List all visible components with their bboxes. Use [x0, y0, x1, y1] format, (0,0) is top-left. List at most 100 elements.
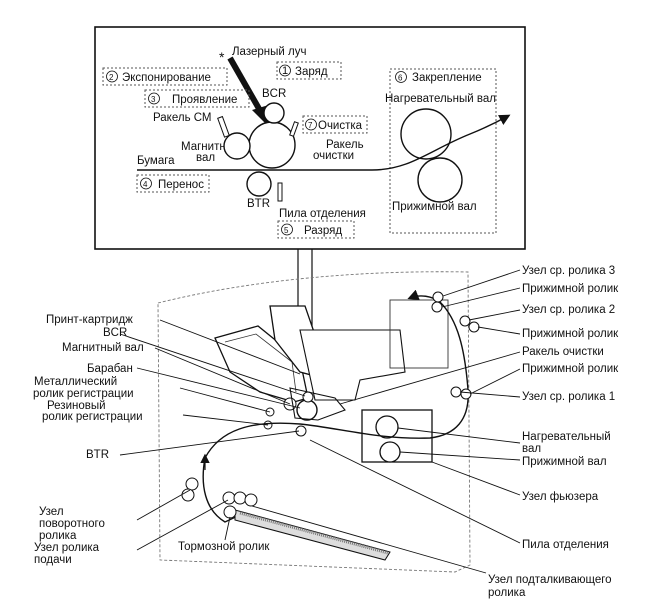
step-num-circle-5: [281, 223, 293, 236]
drum-frame: [289, 387, 346, 421]
step-num-circle-7: [305, 118, 317, 131]
heat-roller-inset: [400, 108, 452, 160]
label-transfer: Перенос: [158, 179, 204, 191]
step-box-exposure: [102, 67, 228, 86]
cartridge-inner: [224, 333, 297, 393]
label-pressure-roller-a: Прижимной ролик: [522, 283, 619, 295]
label-rubber-reg-1: Резиновый: [47, 400, 106, 412]
label-feed-roller-1: Узел ролика: [34, 542, 100, 554]
asterisk-mark: *: [219, 49, 225, 65]
label-charge: Заряд: [295, 66, 328, 78]
mid-roller-2: [459, 315, 471, 327]
leader-lines: [119, 269, 521, 574]
label-exposure: Экспонирование: [122, 72, 211, 84]
label-turn-roller-2: поворотного: [39, 518, 105, 530]
step-num-2: 2: [109, 73, 114, 82]
label-feed-roller-2: подачи: [34, 554, 72, 566]
step-box-transfer: [136, 174, 210, 193]
label-pressure-shaft: Прижимной вал: [522, 456, 607, 468]
step-num-circle-4: [140, 177, 152, 190]
bcr-roller-inset: [263, 102, 285, 124]
blade-cm-inset: [217, 115, 230, 138]
label-cleaning-blade-inset-1: Ракель: [326, 139, 364, 151]
step-box-charge: [276, 61, 342, 80]
paper-tray: [234, 509, 391, 561]
pressure-roller-main: [379, 441, 401, 463]
step-box-development: [144, 89, 250, 108]
tray-hatch: [239, 511, 389, 555]
label-mid-roller-2: Узел ср. ролика 2: [522, 304, 615, 316]
step-num-4: 4: [143, 180, 148, 189]
fusing-region: [389, 68, 497, 234]
label-bcr: BCR: [103, 327, 127, 339]
label-pressure-roller-c: Прижимной ролик: [522, 363, 619, 375]
pressure-roller-b: [468, 321, 480, 333]
label-btr: BTR: [86, 449, 109, 461]
step-num-7: 7: [308, 121, 313, 130]
label-fuser-unit: Узел фьюзера: [522, 491, 599, 503]
turn-roller-1: [185, 477, 199, 491]
pressure-roller-a: [431, 301, 443, 313]
feed-roller-2: [233, 491, 247, 505]
label-heat-roller-2: вал: [522, 443, 541, 455]
print-cartridge: [214, 325, 309, 403]
label-mid-roller-1: Узел ср. ролика 1: [522, 391, 615, 403]
label-heat-roller-inset: Нагревательный вал: [385, 93, 496, 105]
bcr-main: [302, 391, 314, 403]
drum-inset: [248, 121, 296, 169]
cleaning-blade-inset: [289, 121, 299, 137]
step-box-cleaning: [302, 115, 368, 134]
label-push-roller-1: Узел подталкивающего: [488, 574, 612, 586]
label-btr-inset: BTR: [247, 198, 270, 210]
mid-roller-3: [432, 291, 444, 303]
label-metal-reg-1: Металлический: [34, 376, 117, 388]
label-laser-beam: Лазерный луч: [232, 46, 306, 58]
drum-main: [296, 399, 318, 421]
separation-saw-inset: [277, 182, 283, 202]
label-rubber-reg-2: ролик регистрации: [42, 411, 143, 423]
mid-roller-1: [450, 386, 462, 398]
inset-frame: [94, 26, 526, 250]
label-push-roller-2: ролика: [488, 587, 526, 599]
step-num-circle-1: [279, 64, 291, 77]
label-metal-reg-2: ролик регистрации: [33, 388, 134, 400]
label-drum: Барабан: [87, 363, 133, 375]
inset-panel: * Лазерный луч 1 Заряд 2 Экспонирование …: [94, 26, 526, 372]
step-box-discharge: [277, 220, 355, 239]
right-labels: Узел ср. ролика 3 Прижимной ролик Узел с…: [488, 265, 619, 599]
step-num-3: 3: [151, 95, 156, 104]
btr-roller-inset: [246, 171, 272, 197]
magnetic-roller-inset: [223, 132, 251, 160]
laser-beam-arrow: [227, 56, 265, 116]
label-brake-roller: Тормозной ролик: [178, 541, 270, 553]
fuser-unit: [361, 409, 433, 463]
label-turn-roller-3: ролика: [39, 530, 77, 542]
label-magnetic-roller-inset-2: вал: [196, 152, 215, 164]
label-turn-roller-1: Узел: [39, 506, 64, 518]
printer-body: [157, 271, 480, 573]
label-pressure-roller-b: Прижимной ролик: [522, 328, 619, 340]
label-separation-saw-inset: Пила отделения: [279, 208, 366, 220]
label-paper: Бумага: [137, 155, 175, 167]
paper-path-inset: [137, 114, 511, 171]
label-bcr-inset: BCR: [262, 88, 286, 100]
label-cleaning-blade: Ракель очистки: [522, 346, 604, 358]
label-development: Проявление: [172, 94, 237, 106]
label-cleaning-blade-inset-2: очистки: [313, 150, 354, 162]
step-num-1: 1: [282, 65, 288, 77]
pressure-roller-inset: [417, 157, 463, 203]
label-print-cartridge: Принт-картридж: [46, 314, 133, 326]
label-pressure-roller-inset: Прижимной вал: [392, 201, 477, 213]
step-num-circle-3: [148, 92, 160, 105]
paper-path-lower: [202, 457, 243, 523]
label-cleaning: Очистка: [318, 120, 363, 132]
step-num-5: 5: [284, 226, 289, 235]
label-separation-saw: Пила отделения: [522, 539, 609, 551]
label-blade-cm: Ракель СМ: [153, 112, 212, 124]
laser-unit: [299, 329, 406, 401]
step-num-circle-6: [395, 71, 407, 83]
label-heat-roller-1: Нагревательный: [522, 431, 611, 443]
label-magnetic-roller: Магнитный вал: [62, 342, 144, 354]
printer-outline: [157, 271, 471, 573]
